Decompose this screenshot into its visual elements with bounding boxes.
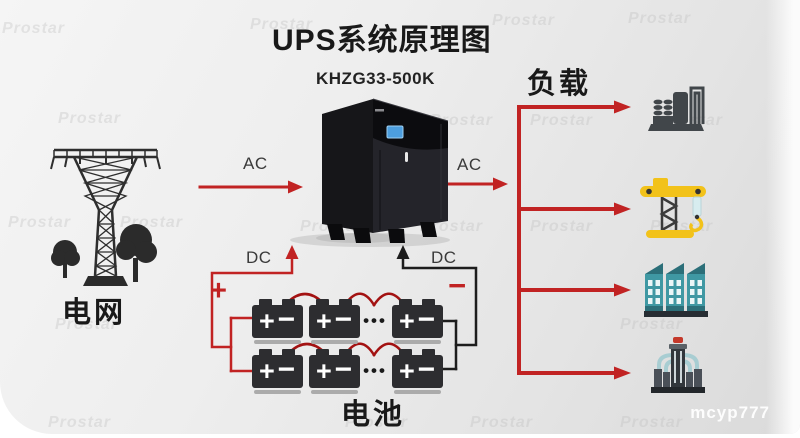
battery-cell: + − [392,349,443,394]
factory-icon [644,263,708,317]
battery-minus: − [334,353,352,386]
battery-cell: + − [252,349,303,394]
refinery-icon [651,337,705,393]
ac-input-label: AC [243,154,268,173]
dc-left-label: DC [246,248,272,267]
dc-negative-arrowhead [396,245,410,259]
battery-cell: + − [309,299,360,344]
industrial-plant-icon [648,86,705,131]
battery-ellipsis: ••• [363,361,387,380]
ups-lcd-screen [386,125,404,139]
branch-arrowhead [614,202,631,216]
branch-arrowhead [614,283,631,297]
battery-minus: − [417,353,435,386]
battery-plus: + [316,306,332,336]
ac-in-arrow [198,180,303,194]
battery-plus: + [259,306,275,336]
power-grid-label: 电网 [62,297,127,329]
battery-minus: − [417,303,435,336]
load-distribution-bus [517,105,618,375]
load-section-label: 负载 [527,68,592,100]
branch-arrowhead [614,366,631,380]
corner-watermark: mcyp777 [690,403,770,422]
battery-minus: − [277,303,295,336]
battery-plus: + [316,356,332,386]
ups-model-label: KHZG33-500K [316,69,435,88]
ups-feet [327,222,437,243]
power-tower-icon [50,148,161,286]
ups-top-gloss [373,99,448,150]
ups-logo [375,109,384,112]
dc-negative-wire [401,256,478,371]
battery-ellipsis: ••• [363,311,387,330]
dc-minus-sign: − [448,268,467,303]
dc-right-label: DC [431,248,457,267]
ups-handle [405,152,408,162]
battery-minus: − [334,303,352,336]
ac-output-label: AC [457,155,482,174]
battery-plus: + [399,306,415,336]
tower-base [83,276,128,286]
dc-positive-wire [210,256,294,373]
battery-cell: + − [309,349,360,394]
tower-crane-icon [640,178,706,238]
battery-cell: + − [392,299,443,344]
dc-plus-sign: + [210,275,227,307]
page-title: UPS系统原理图 [272,24,492,57]
battery-label: 电池 [341,399,406,431]
battery-cell: + − [252,299,303,344]
tree-icon [51,224,157,282]
dc-positive-arrowhead [285,245,299,259]
battery-plus: + [399,356,415,386]
ac-out-arrow [447,177,508,191]
battery-minus: − [277,353,295,386]
ups-side-panel [322,99,373,233]
branch-arrowhead [614,100,631,114]
battery-plus: + [259,356,275,386]
ups-cabinet-image [290,98,450,247]
